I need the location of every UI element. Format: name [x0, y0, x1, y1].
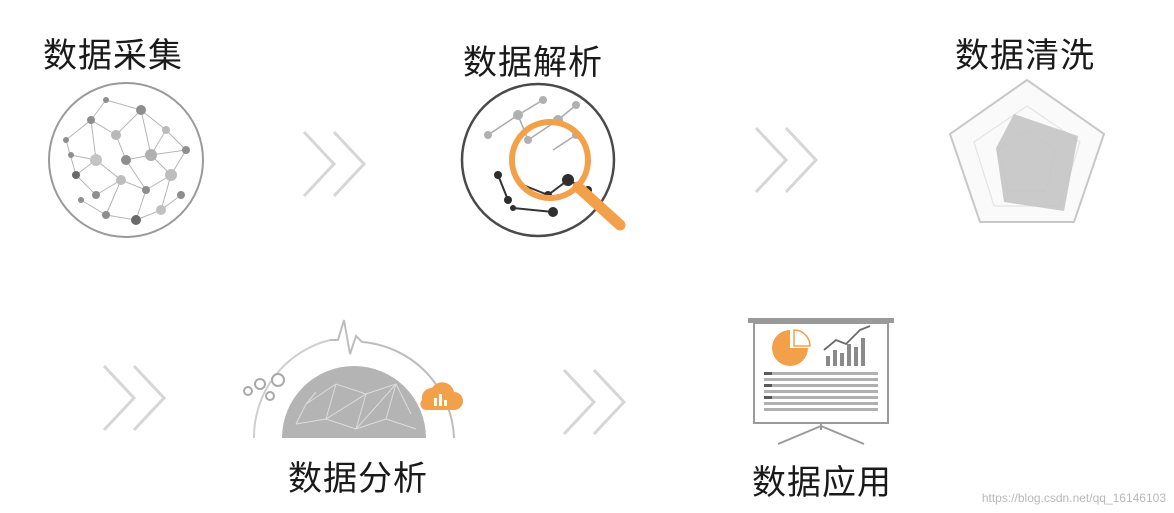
step-title-application: 数据应用 — [752, 463, 892, 503]
step-title-parsing: 数据解析 — [463, 43, 603, 83]
step-title-collection: 数据采集 — [43, 36, 183, 76]
chevron-right-icon — [302, 130, 367, 198]
chevron-right-icon — [754, 126, 819, 194]
watermark-url: https://blog.csdn.net/qq_16146103 — [981, 491, 1166, 505]
magnifier-network-icon — [460, 82, 626, 238]
chevron-right-icon — [562, 368, 627, 436]
step-title-analysis: 数据分析 — [288, 459, 428, 499]
analysis-globe-icon — [243, 319, 463, 439]
step-title-cleaning: 数据清洗 — [955, 36, 1095, 76]
radar-pentagon-icon — [948, 78, 1106, 223]
presentation-board-icon — [748, 318, 894, 445]
chevron-right-icon — [102, 364, 167, 432]
network-globe-icon — [48, 82, 204, 238]
